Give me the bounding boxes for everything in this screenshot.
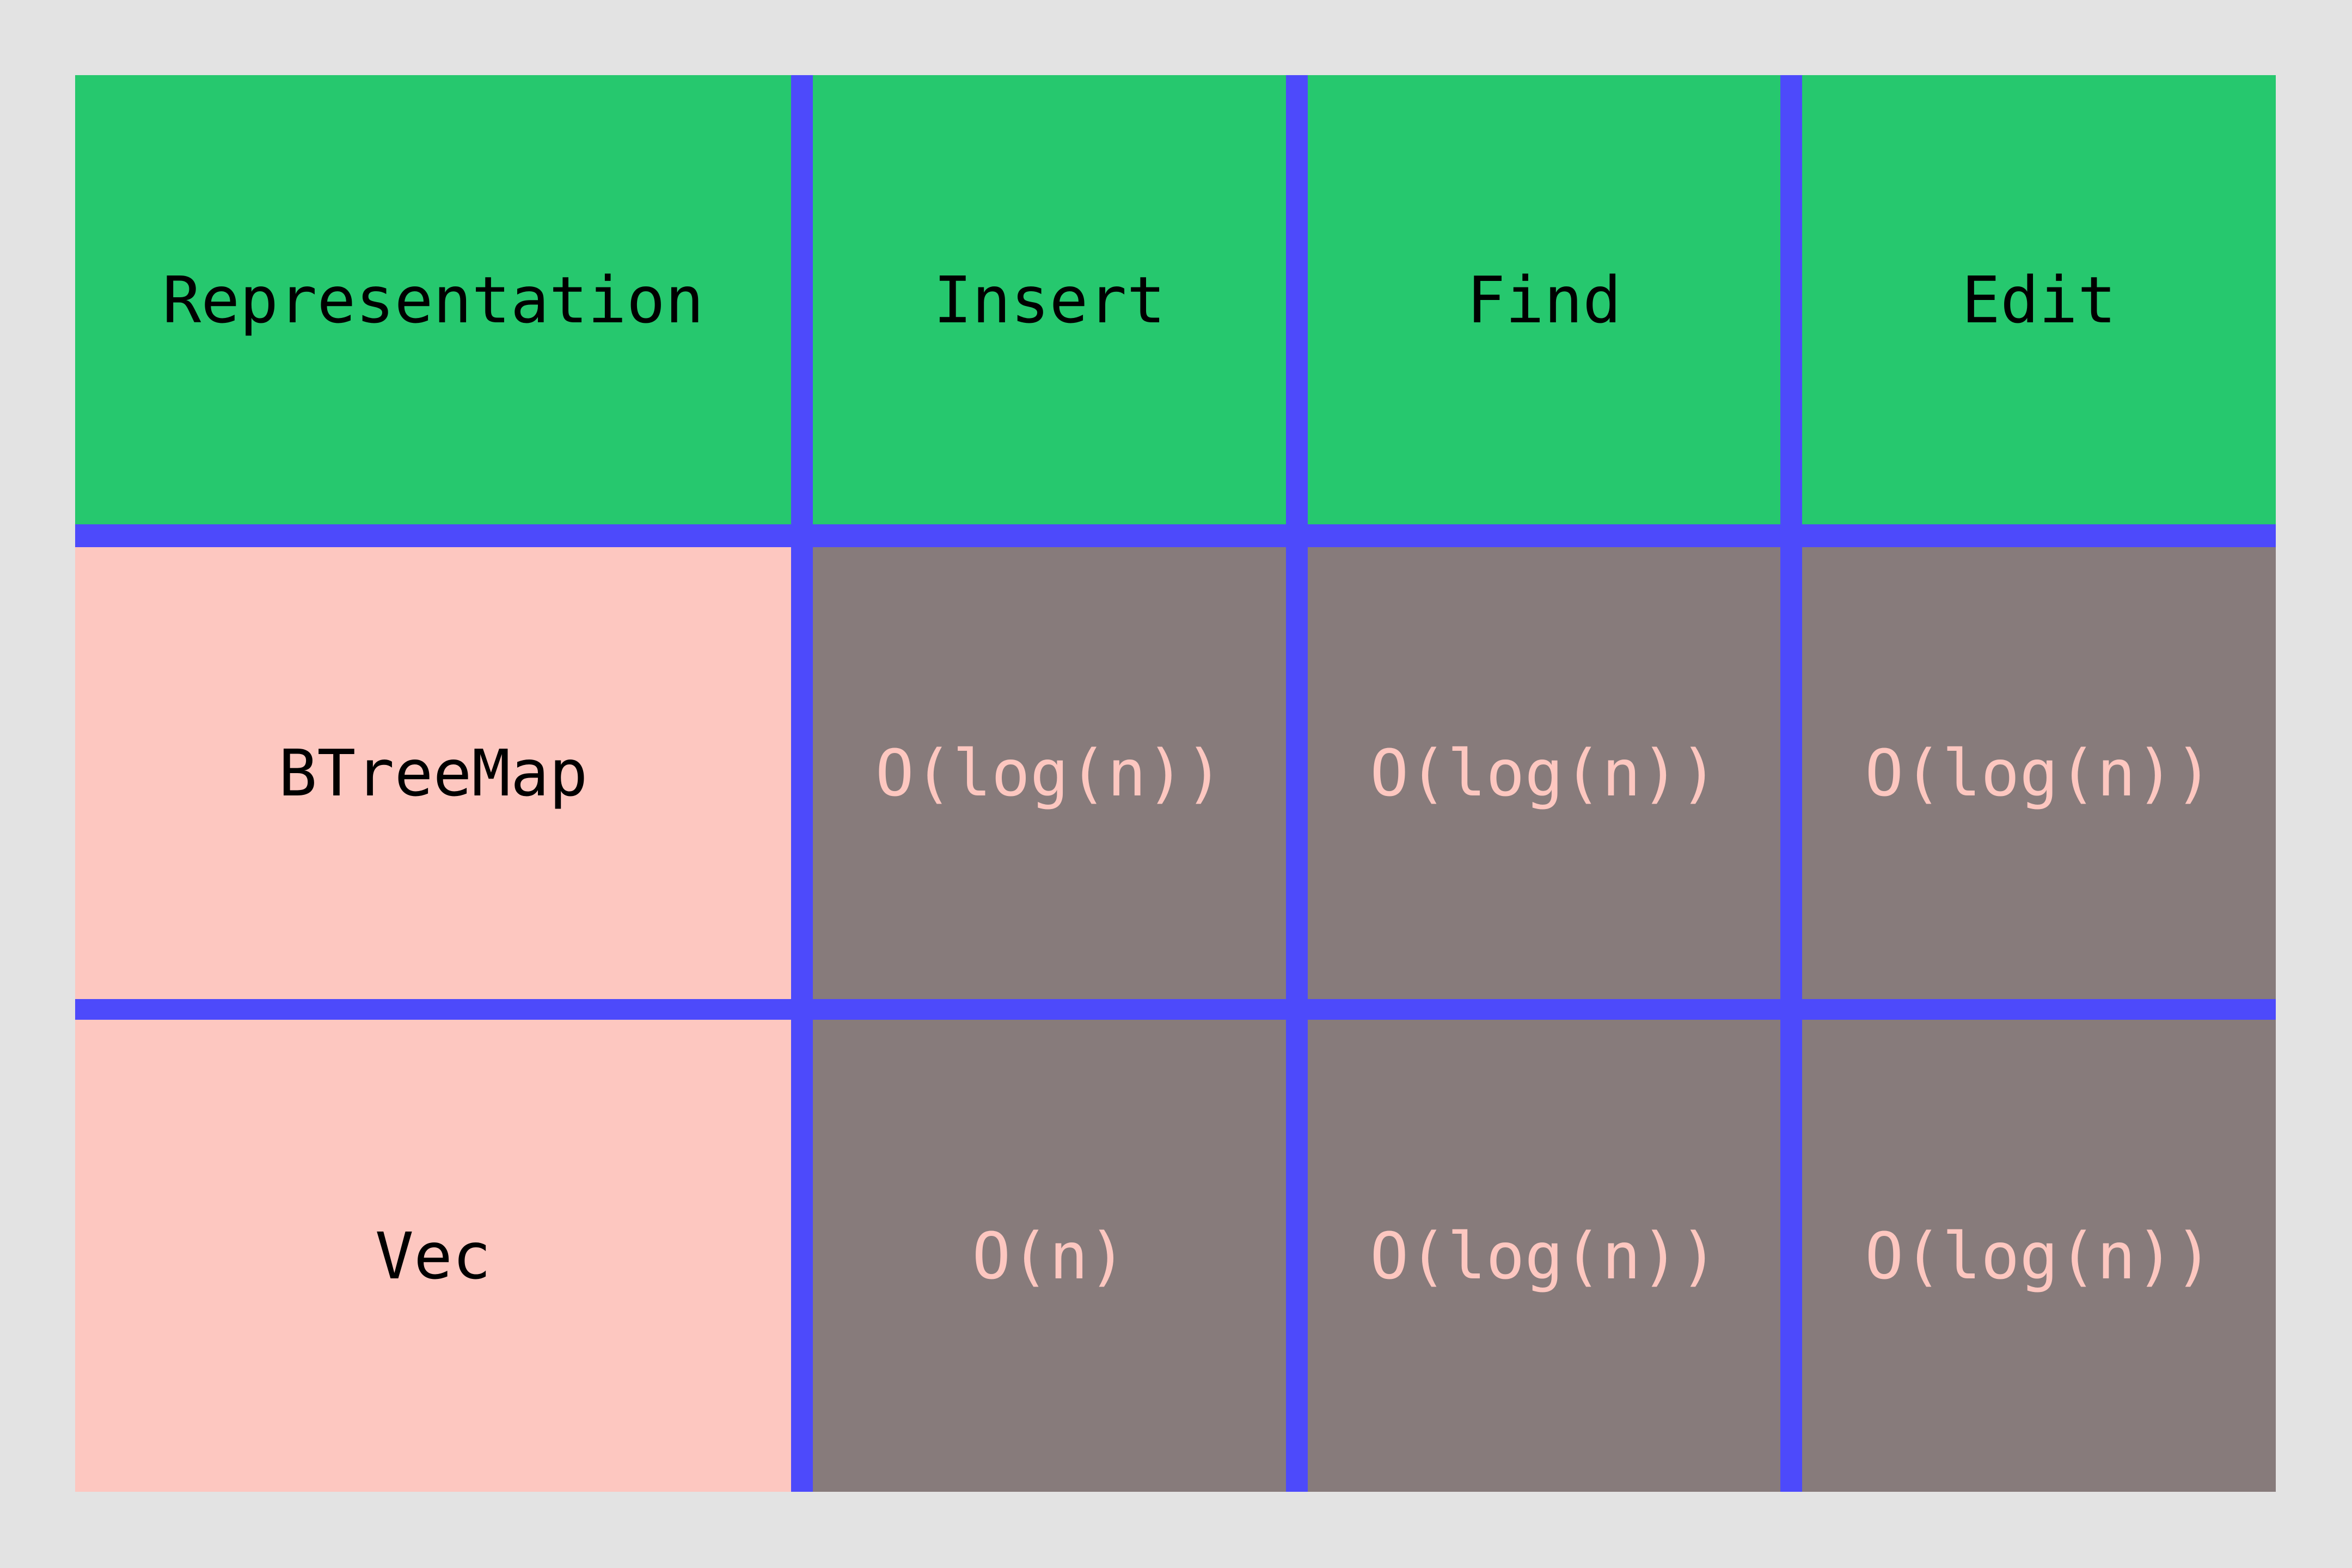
table-header-find-label: Find [1466, 262, 1622, 338]
grid-line-horizontal-2 [75, 999, 2276, 1020]
table-cell-btreemap-edit: O(log(n)) [1802, 547, 2276, 999]
grid-line-vertical-3 [1780, 75, 1802, 1492]
table-cell-btreemap-insert: O(log(n)) [813, 547, 1286, 999]
grid-line-vertical-2 [1286, 75, 1308, 1492]
table-header-insert-label: Insert [933, 262, 1166, 338]
table-cell-value: O(log(n)) [1865, 1218, 2213, 1294]
row-label-btreemap: BTreeMap [278, 736, 588, 811]
table-cell-value: O(log(n)) [875, 736, 1224, 811]
table-cell-vec-insert: O(n) [813, 1020, 1286, 1492]
complexity-table: Representation Insert Find Edit BTreeMap… [75, 75, 2276, 1492]
grid-line-vertical-1 [791, 75, 813, 1492]
table-cell-vec-edit: O(log(n)) [1802, 1020, 2276, 1492]
row-label-vec: Vec [375, 1218, 492, 1294]
table-header-representation-label: Representation [162, 262, 704, 338]
table-cell-value: O(log(n)) [1370, 1218, 1718, 1294]
grid-line-horizontal-1 [75, 524, 2276, 547]
table-cell-value: O(log(n)) [1865, 736, 2213, 811]
table-cell-value: O(log(n)) [1370, 736, 1718, 811]
table-row: Vec [75, 1020, 791, 1492]
table-header-representation: Representation [75, 75, 791, 524]
table-cell-btreemap-find: O(log(n)) [1308, 547, 1780, 999]
table-header-find: Find [1308, 75, 1780, 524]
table-cell-value: O(n) [972, 1218, 1127, 1294]
table-header-edit-label: Edit [1961, 262, 2117, 338]
table-header-edit: Edit [1802, 75, 2276, 524]
table-cell-vec-find: O(log(n)) [1308, 1020, 1780, 1492]
table-row: BTreeMap [75, 547, 791, 999]
table-header-insert: Insert [813, 75, 1286, 524]
